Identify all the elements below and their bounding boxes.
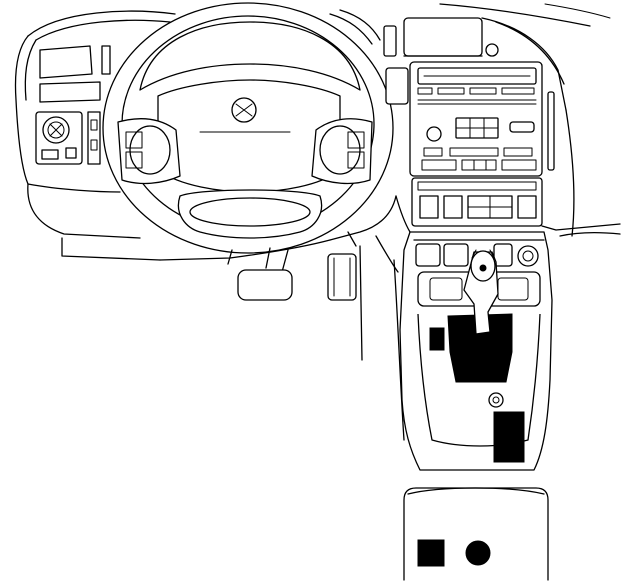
console-square-button: [417, 539, 445, 567]
console-round-button: [465, 540, 491, 566]
volume-knob-icon: [426, 126, 442, 142]
shift-lever-boot: [447, 313, 513, 383]
lower-spoke-pad: [177, 189, 323, 239]
accelerator-pedal: [327, 253, 357, 301]
upper-dash-outline: [27, 3, 611, 45]
side-vent-slot: [547, 91, 555, 171]
hazard-button-icon: [485, 43, 499, 57]
console-knob-icon: [517, 245, 539, 267]
steering-wheel: [102, 2, 394, 254]
console-switch-block: [493, 411, 525, 463]
climate-control-panel: [395, 109, 621, 237]
right-spoke-controls: [311, 118, 373, 185]
center-stack-top: [383, 17, 567, 111]
audio-head-unit: [385, 61, 555, 177]
armrest: [403, 487, 549, 581]
center-vent: [403, 17, 483, 57]
left-shift-switch: [429, 327, 445, 351]
console-small-knob-icon: [488, 392, 504, 408]
center-console: [393, 231, 553, 471]
pedals: [227, 231, 399, 361]
shift-knob-button-icon: [479, 264, 487, 272]
instrument-cluster: [14, 35, 121, 193]
brake-pedal: [237, 269, 293, 301]
